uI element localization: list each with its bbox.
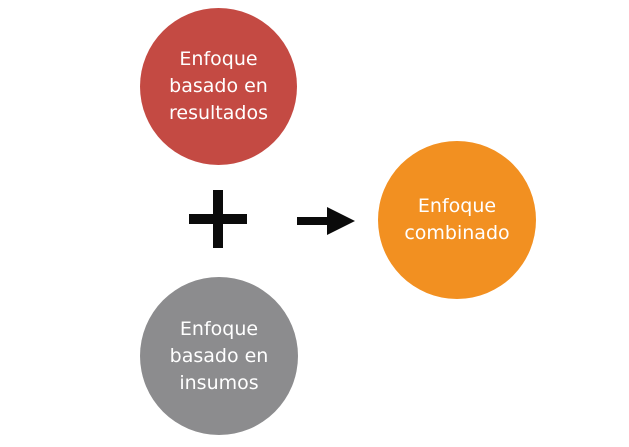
results-approach-label: Enfoque basado en resultados <box>169 48 268 124</box>
inputs-approach-label: Enfoque basado en insumos <box>169 317 269 394</box>
inputs-approach-circle: Enfoque basado en insumos <box>140 277 298 435</box>
combined-approach-label: Enfoque combinado <box>404 195 510 244</box>
results-approach-circle: Enfoque basado en resultados <box>140 8 297 165</box>
plus-icon <box>189 190 247 248</box>
arrow-right-icon <box>297 207 355 235</box>
combined-approach-circle: Enfoque combinado <box>378 141 536 299</box>
